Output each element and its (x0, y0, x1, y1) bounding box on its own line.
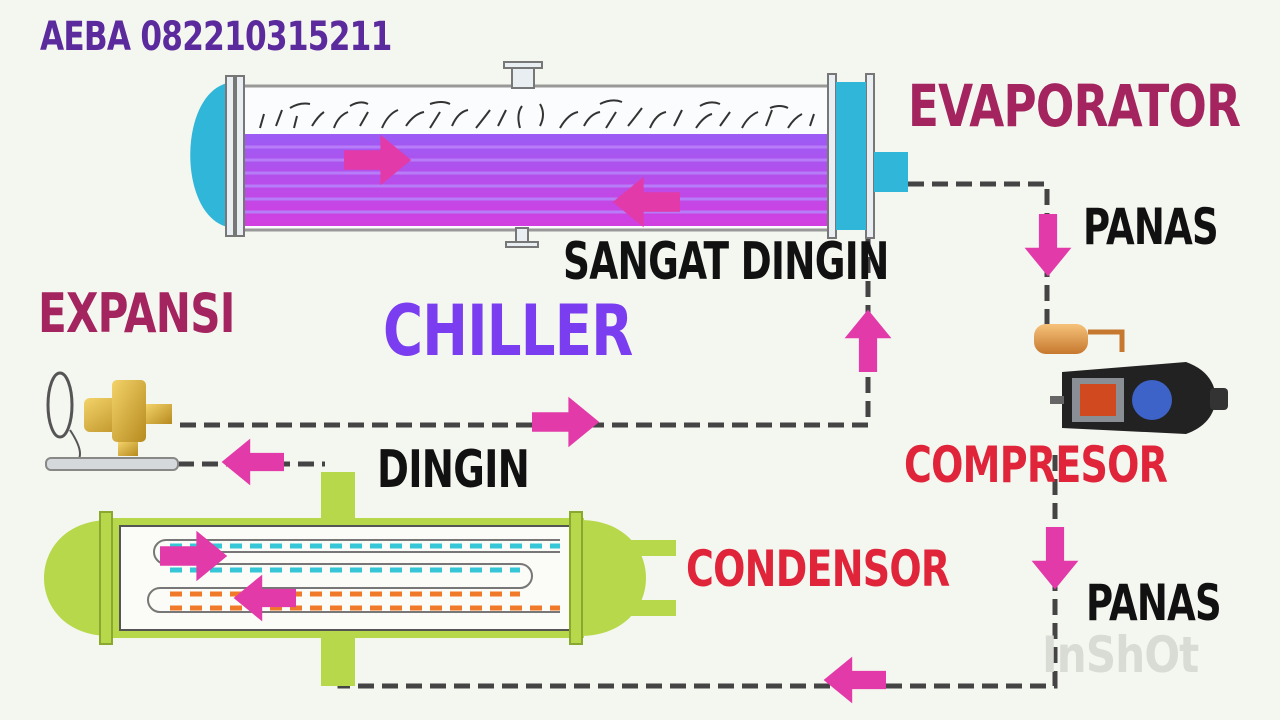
expansion-label: EXPANSI (38, 282, 235, 345)
hot-label-bottom: PANAS (1086, 574, 1222, 632)
arrow-liquid-line-right (532, 396, 600, 448)
expansion-valve (45, 371, 179, 471)
pipe-expansion-to-evaporator (180, 238, 871, 428)
condenser-bottom-nozzle (321, 634, 355, 686)
arrow-panas-down-top (1024, 214, 1072, 277)
evaporator-right-header (836, 82, 866, 230)
compressor-label: COMPRESOR (904, 436, 1168, 494)
evaporator-vessel (190, 61, 908, 248)
evaporator-top-nozzle (511, 65, 535, 89)
very-cold-label: SANGAT DINGIN (563, 232, 889, 292)
expansion-valve-sensing-bulb (45, 457, 179, 471)
condenser-right-port-top (630, 540, 676, 556)
arrow-panas-down-bottom (1031, 527, 1079, 590)
condenser-top-nozzle (321, 472, 355, 520)
inshot-watermark: InShOt (1042, 626, 1199, 684)
evaporator-boiling-marks (259, 99, 815, 129)
compressor-copper-receiver (1034, 324, 1088, 354)
pipe-evaporator-to-compressor (908, 181, 1050, 330)
evaporator-left-flange (225, 75, 235, 237)
expansion-valve-bulb-coil (46, 371, 74, 439)
compressor-unit (1034, 324, 1228, 434)
condenser-tube-coil (147, 539, 560, 613)
arrow-to-evaporator-up (844, 309, 892, 372)
condenser-label: CONDENSOR (686, 540, 950, 598)
arrow-to-expansion-left (221, 438, 284, 486)
condenser-right-port-bottom (630, 600, 676, 616)
chiller-label: CHILLER (383, 290, 633, 372)
evaporator-left-head (190, 82, 236, 228)
condenser-left-head (44, 520, 110, 636)
header-contact: AEBA 082210315211 (40, 14, 392, 60)
evaporator-drain (515, 227, 529, 243)
arrow-return-left (823, 656, 886, 704)
evaporator-label: EVAPORATOR (908, 72, 1241, 140)
cold-label: DINGIN (377, 440, 530, 500)
hot-label-top: PANAS (1083, 198, 1219, 256)
evaporator-outlet-nozzle (874, 152, 908, 192)
condenser-vessel (44, 472, 676, 686)
evaporator-right-flange (827, 73, 837, 239)
condenser-right-head (580, 520, 646, 636)
